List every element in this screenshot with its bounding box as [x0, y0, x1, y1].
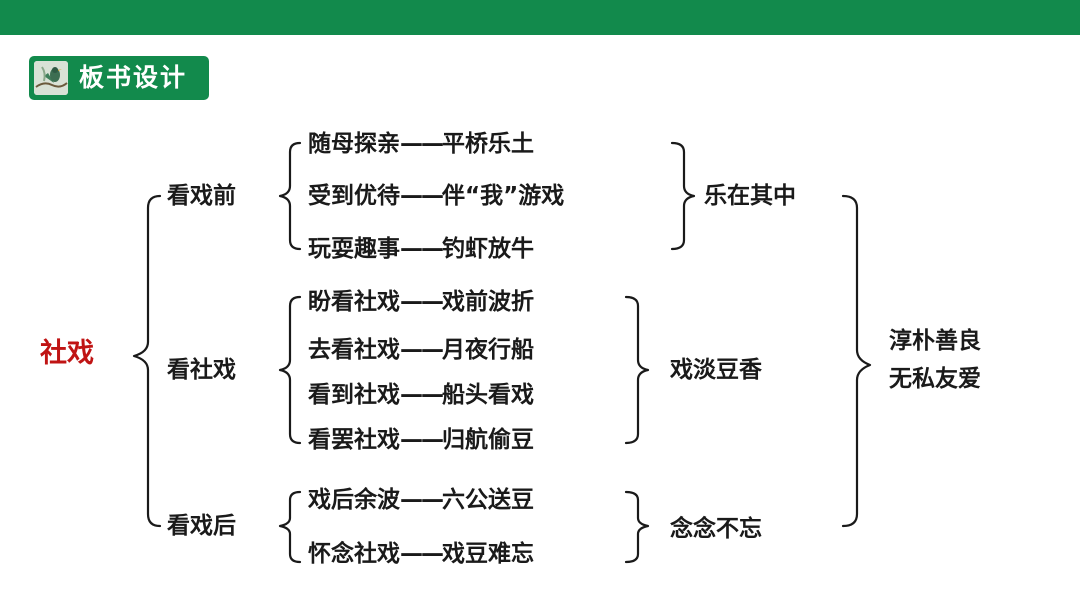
item-right: 戏豆难忘 — [442, 541, 534, 567]
branch-3-left-bracket — [280, 492, 300, 562]
item-left: 盼看社戏 — [308, 289, 400, 315]
item-left: 看到社戏 — [308, 382, 400, 408]
root-bracket — [134, 196, 160, 526]
item-left: 随母探亲 — [308, 131, 400, 157]
item-right: 船头看戏 — [442, 382, 534, 408]
item-left: 怀念社戏 — [308, 541, 400, 567]
item-left: 受到优待 — [308, 183, 400, 209]
item-dash: —— — [400, 487, 442, 513]
conclusion-bracket — [843, 196, 870, 526]
branch-1-label: 看戏前 — [167, 181, 236, 211]
item-right: 月夜行船 — [442, 337, 534, 363]
item-left: 戏后余波 — [308, 487, 400, 513]
conclusion-line-1: 淳朴善良 — [889, 326, 981, 356]
branch-2-item-4: 看罢社戏——归航偷豆 — [308, 425, 534, 455]
branch-3-summary: 念念不忘 — [670, 514, 762, 544]
item-dash: —— — [400, 236, 442, 262]
item-dash: —— — [400, 541, 442, 567]
conclusion-line-2: 无私友爱 — [889, 364, 981, 394]
branch-2-summary: 戏淡豆香 — [670, 355, 762, 385]
item-dash: —— — [400, 183, 442, 209]
root-node: 社戏 — [40, 339, 94, 369]
item-left: 玩耍趣事 — [308, 236, 400, 262]
branch-1-item-2: 受到优待——伴“我”游戏 — [308, 181, 564, 211]
item-left: 去看社戏 — [308, 337, 400, 363]
branch-1-summary: 乐在其中 — [704, 181, 796, 211]
item-right: 钓虾放牛 — [442, 236, 534, 262]
branch-2-label: 看社戏 — [167, 355, 236, 385]
branch-3-item-2: 怀念社戏——戏豆难忘 — [308, 539, 534, 569]
branch-3-item-1: 戏后余波——六公送豆 — [308, 485, 534, 515]
item-dash: —— — [400, 131, 442, 157]
item-right: 归航偷豆 — [442, 427, 534, 453]
branch-2-right-bracket — [626, 297, 648, 443]
branch-3-label: 看戏后 — [167, 511, 236, 541]
branch-1-item-1: 随母探亲——平桥乐土 — [308, 129, 534, 159]
branch-1-item-3: 玩耍趣事——钓虾放牛 — [308, 234, 534, 264]
branch-2-left-bracket — [280, 297, 300, 443]
item-right: 六公送豆 — [442, 487, 534, 513]
branch-2-item-1: 盼看社戏——戏前波折 — [308, 287, 534, 317]
item-right: 戏前波折 — [442, 289, 534, 315]
item-dash: —— — [400, 382, 442, 408]
branch-1-left-bracket — [280, 143, 300, 249]
item-left: 看罢社戏 — [308, 427, 400, 453]
branch-2-item-3: 看到社戏——船头看戏 — [308, 380, 534, 410]
item-dash: —— — [400, 427, 442, 453]
item-right: 伴“我”游戏 — [442, 183, 564, 209]
item-dash: —— — [400, 337, 442, 363]
branch-1-right-bracket — [672, 143, 694, 249]
item-dash: —— — [400, 289, 442, 315]
branch-3-right-bracket — [626, 492, 648, 562]
branch-2-item-2: 去看社戏——月夜行船 — [308, 335, 534, 365]
item-right: 平桥乐土 — [442, 131, 534, 157]
